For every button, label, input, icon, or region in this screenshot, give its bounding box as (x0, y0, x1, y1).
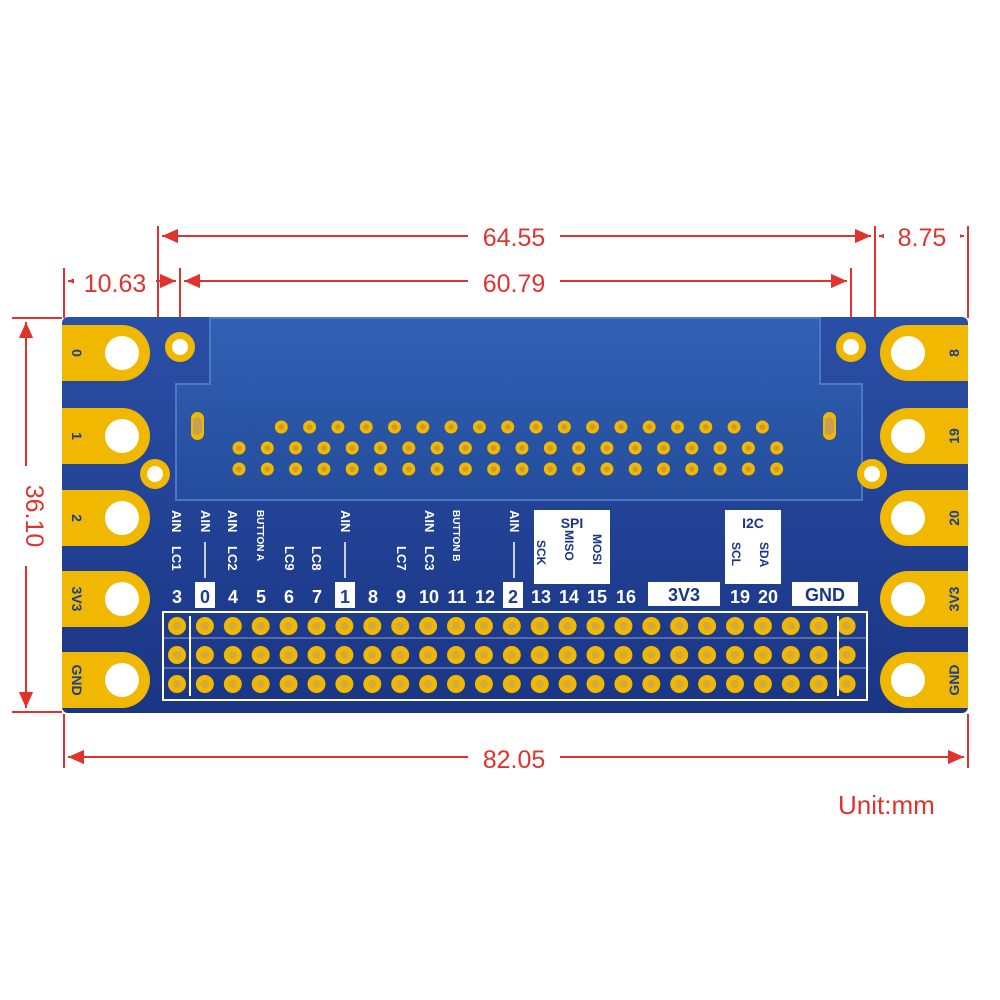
pad-hole (891, 336, 925, 370)
label-lc9: LC9 (282, 546, 297, 571)
pad-hole (105, 663, 139, 697)
right-pad-label: 8 (946, 349, 962, 357)
left-pad-3v3[interactable]: 3V3 (62, 571, 150, 627)
label-ain-p4: AIN (225, 510, 240, 532)
dim-left-offset: 10.63 (84, 270, 147, 298)
right-pad-label: 19 (946, 428, 962, 444)
pin-number: 9 (396, 587, 406, 607)
label-sck: SCK (534, 540, 548, 566)
pin-box-1 (335, 582, 355, 608)
label-button-b: BUTTON B (450, 510, 461, 561)
pad-hole (105, 419, 139, 453)
right-pad-label: 20 (946, 510, 962, 526)
label-button-a: BUTTON A (254, 510, 265, 561)
label-lc1: LC1 (169, 546, 184, 571)
pad-hole (891, 501, 925, 535)
pin-number: 20 (758, 587, 778, 607)
right-pad-8[interactable]: 8 (880, 325, 968, 381)
dim-top-width: 64.55 (483, 224, 546, 252)
right-pad-19[interactable]: 19 (880, 408, 968, 464)
pin-number: 3 (172, 587, 182, 607)
pad-hole (891, 663, 925, 697)
label-sda: SDA (757, 542, 771, 568)
left-pad-2[interactable]: 2 (62, 490, 150, 546)
label-lc8: LC8 (309, 546, 324, 571)
right-pad-3v3[interactable]: 3V3 (880, 571, 968, 627)
label-3v3-header: 3V3 (668, 585, 700, 605)
left-pad-label: GND (69, 664, 85, 695)
label-ain-p1: AIN (338, 510, 353, 532)
label-ain-p2: AIN (507, 510, 522, 532)
pin-number: 14 (559, 587, 579, 607)
pad-hole (105, 336, 139, 370)
right-pad-20[interactable]: 20 (880, 490, 968, 546)
dim-height: 36.10 (20, 485, 48, 548)
pin-number: 11 (447, 587, 466, 607)
pin-number: 1 (340, 587, 350, 607)
dim-total-width: 82.05 (483, 746, 546, 774)
pin-number: 5 (256, 587, 266, 607)
pin-number: 4 (228, 587, 238, 607)
pin-number: 0 (200, 587, 210, 607)
pin-number: 10 (419, 587, 439, 607)
pin-number: 13 (531, 587, 551, 607)
label-mosi: MOSI (590, 534, 604, 565)
label-ain-p3: AIN (169, 510, 184, 532)
pin-number: 16 (616, 587, 636, 607)
pin-number: 8 (368, 587, 378, 607)
pad-hole (891, 419, 925, 453)
dim-inner-width: 60.79 (483, 270, 546, 298)
left-pad-label: 0 (69, 349, 85, 357)
i2c-box (725, 510, 781, 584)
pad-hole (891, 582, 925, 616)
pin-box-0 (195, 582, 215, 608)
label-lc3: LC3 (422, 546, 437, 571)
right-pad-label: GND (946, 664, 962, 695)
label-lc7: LC7 (394, 546, 409, 571)
unit-label: Unit:mm (838, 790, 935, 820)
label-ain-p10: AIN (422, 510, 437, 532)
pin-box-2 (503, 582, 523, 608)
gnd-box (792, 582, 858, 606)
left-pad-0[interactable]: 0 (62, 325, 150, 381)
pin-number: 6 (284, 587, 294, 607)
left-pad-label: 3V3 (69, 587, 85, 612)
pad-hole (105, 582, 139, 616)
left-pad-1[interactable]: 1 (62, 408, 150, 464)
label-lc2: LC2 (225, 546, 240, 571)
header-pin-grid (168, 617, 856, 693)
pin-number: 2 (508, 587, 518, 607)
header-outline (162, 611, 868, 701)
spi-box (534, 510, 610, 584)
right-pad-label: 3V3 (946, 586, 962, 611)
left-pad-label: 1 (69, 432, 85, 440)
pin-number: 19 (730, 587, 750, 607)
label-scl: SCL (729, 542, 743, 566)
label-spi: SPI (561, 515, 584, 531)
label-i2c: I2C (742, 515, 764, 531)
label-ain-p0: AIN (198, 510, 213, 532)
pin-number: 7 (312, 587, 322, 607)
pad-hole (105, 501, 139, 535)
edge-connector-slot (175, 317, 863, 501)
dim-right-offset: 8.75 (898, 224, 947, 252)
left-pad-label: 2 (69, 514, 85, 522)
label-gnd-header: GND (805, 585, 845, 605)
pin-number: 15 (587, 587, 607, 607)
right-pad-gnd[interactable]: GND (880, 652, 968, 708)
left-pad-gnd[interactable]: GND (62, 652, 150, 708)
slot-via-grid (232, 420, 784, 476)
v33-box (648, 582, 720, 606)
pin-number: 12 (475, 587, 495, 607)
label-miso: MISO (562, 530, 576, 561)
